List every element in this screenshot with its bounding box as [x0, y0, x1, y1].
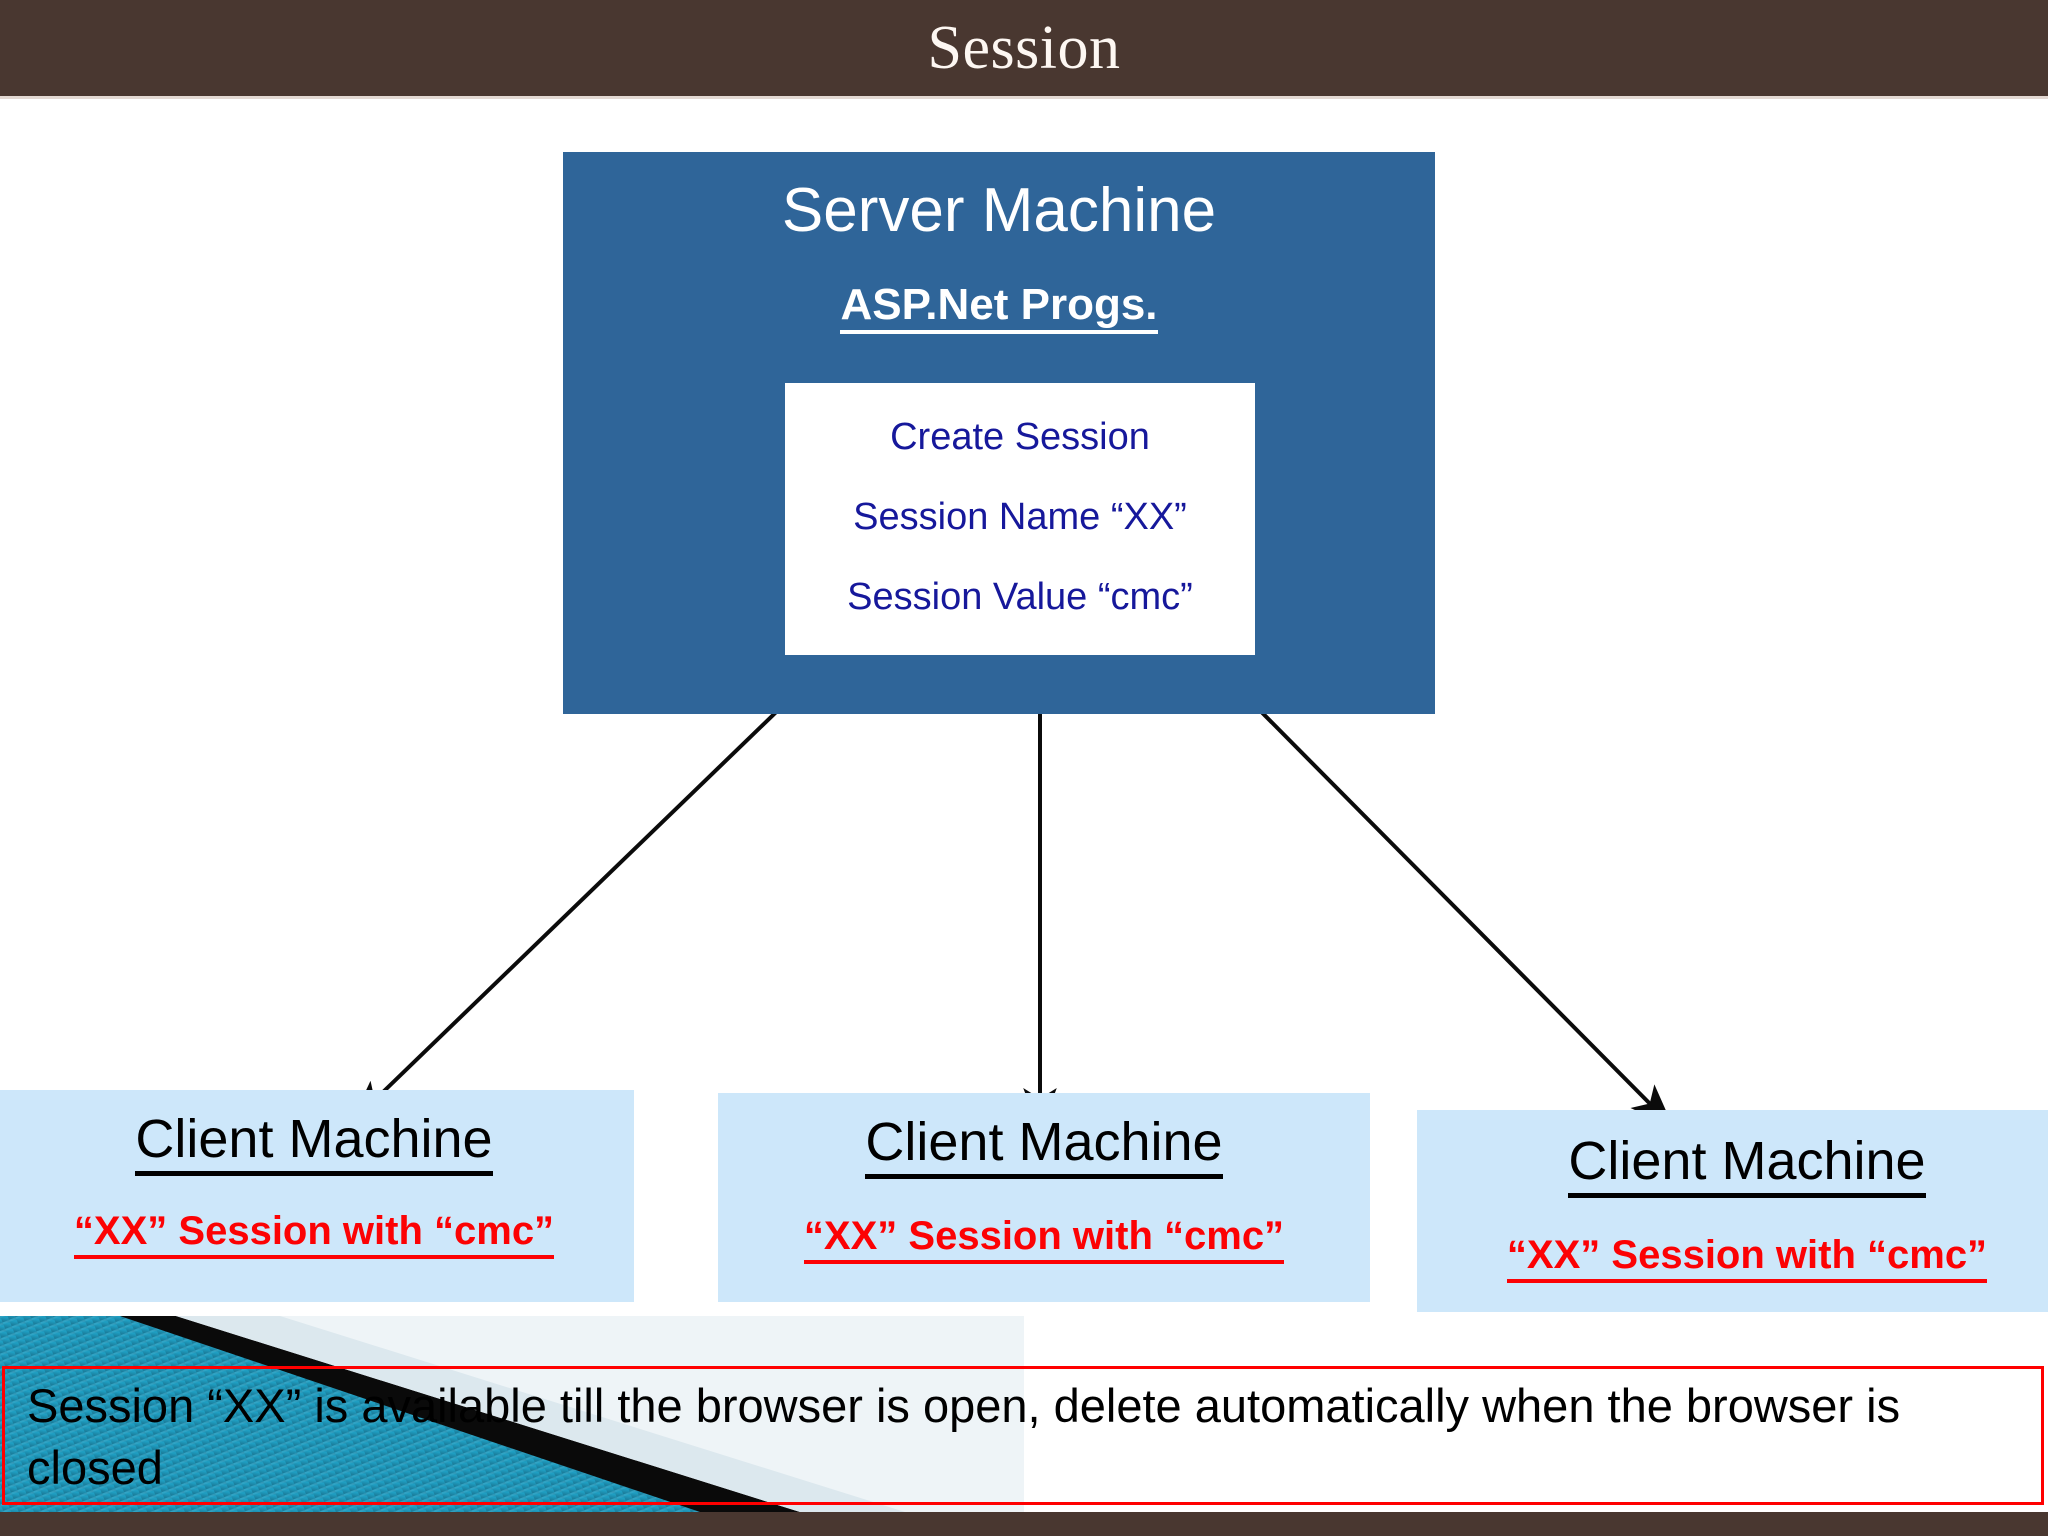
arrow-to-client-3 [1198, 648, 1674, 1128]
client-session-note-3: “XX” Session with “cmc” [1417, 1230, 2048, 1283]
client-machine-title-text-1: Client Machine [135, 1109, 493, 1176]
session-details-panel: Create Session Session Name “XX” Session… [785, 383, 1255, 655]
client-machine-title-3: Client Machine [1417, 1128, 2048, 1198]
client-session-note-2: “XX” Session with “cmc” [718, 1211, 1370, 1264]
server-asp-net-label-text: ASP.Net Progs. [840, 280, 1158, 334]
bottom-accent-strip [0, 1512, 2048, 1536]
client-machine-title-1: Client Machine [0, 1106, 634, 1176]
caption-box: Session “XX” is available till the brows… [2, 1366, 2044, 1505]
client-machine-title-2: Client Machine [718, 1109, 1370, 1179]
client-session-note-1: “XX” Session with “cmc” [0, 1206, 634, 1259]
page-title: Session [927, 14, 1121, 82]
caption-text: Session “XX” is available till the brows… [27, 1379, 1901, 1494]
client-machine-box-2: Client Machine “XX” Session with “cmc” [718, 1093, 1370, 1302]
client-machine-box-1: Client Machine “XX” Session with “cmc” [0, 1090, 634, 1302]
session-line-name: Session Name “XX” [853, 496, 1187, 538]
client-machine-title-text-3: Client Machine [1568, 1131, 1926, 1198]
arrow-to-client-1 [350, 658, 832, 1124]
server-asp-net-label: ASP.Net Progs. [563, 277, 1435, 334]
server-machine-box: Server Machine ASP.Net Progs. Create Ses… [563, 152, 1435, 714]
client-session-note-text-1: “XX” Session with “cmc” [73, 1209, 555, 1259]
client-machine-title-text-2: Client Machine [865, 1112, 1223, 1179]
server-machine-title: Server Machine [781, 176, 1217, 245]
client-session-note-text-3: “XX” Session with “cmc” [1506, 1233, 1988, 1283]
slide-title-bar: Session [0, 0, 2048, 96]
client-machine-box-3: Client Machine “XX” Session with “cmc” [1417, 1110, 2048, 1312]
session-line-create: Create Session [890, 416, 1150, 458]
session-line-value: Session Value “cmc” [847, 576, 1193, 618]
client-session-note-text-2: “XX” Session with “cmc” [803, 1214, 1285, 1264]
title-underline-divider [0, 96, 2048, 99]
